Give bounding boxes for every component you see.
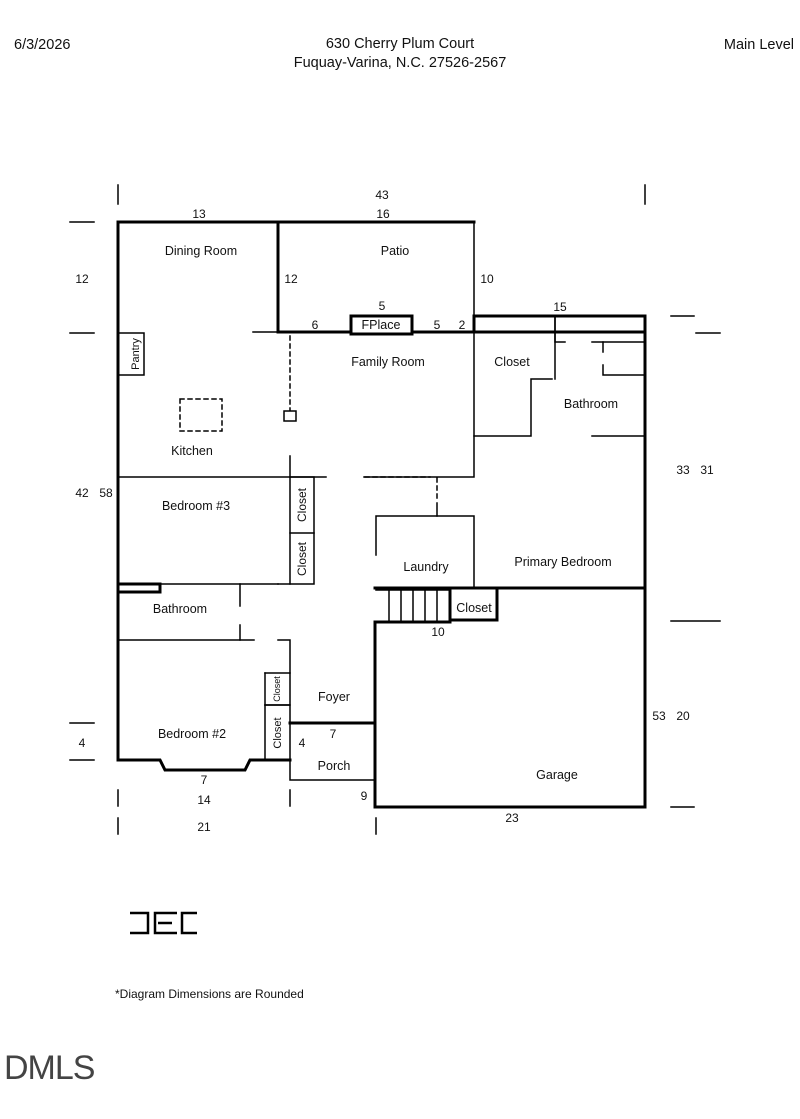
island-post [283, 410, 297, 422]
dim-fp-right: 5 [434, 318, 441, 332]
dim-patio-width: 16 [376, 207, 390, 221]
watermark: DMLS [4, 1049, 95, 1087]
dim-left-42: 42 [75, 486, 89, 500]
dim-fp-left: 6 [312, 318, 319, 332]
dim-dining-depth: 12 [75, 272, 89, 286]
room-garage: Garage [536, 768, 578, 782]
room-porch: Porch [318, 759, 351, 773]
dim-fp-top: 5 [379, 299, 386, 313]
dim-porch-9: 9 [361, 789, 368, 803]
room-laundry: Laundry [403, 560, 449, 574]
level-label: Main Level [723, 37, 794, 53]
room-kitchen: Kitchen [171, 444, 213, 458]
room-bathroom-hall: Bathroom [153, 602, 207, 616]
address-line-2: Fuquay-Varina, N.C. 27526-2567 [293, 55, 507, 71]
dim-fp-right2: 2 [459, 318, 466, 332]
dim-left-58: 58 [99, 486, 113, 500]
room-dining: Dining Room [165, 244, 237, 258]
room-primary-bedroom: Primary Bedroom [514, 555, 611, 569]
address-line-1: 630 Cherry Plum Court [325, 36, 475, 52]
dimension-marks [69, 184, 721, 835]
date-label: 6/3/2026 [14, 37, 71, 53]
room-closet-top: Closet [494, 355, 530, 369]
dim-bottom-21: 21 [197, 820, 211, 834]
dim-right-31: 31 [700, 463, 714, 477]
room-closet-garage: Closet [456, 601, 492, 615]
room-bedroom2: Bedroom #2 [158, 727, 226, 741]
room-closet-b2-b: Closet [272, 717, 284, 748]
room-closet-b3-a: Closet [295, 487, 309, 522]
dim-right-53: 53 [652, 709, 666, 723]
dim-left-4: 4 [79, 736, 86, 750]
room-pantry: Pantry [130, 338, 142, 370]
interior-walls [117, 221, 646, 781]
room-fireplace: FPlace [362, 318, 401, 332]
room-closet-b2-a: Closet [272, 676, 282, 702]
room-patio: Patio [381, 244, 410, 258]
address: 630 Cherry Plum Court Fuquay-Varina, N.C… [0, 35, 800, 73]
room-family: Family Room [351, 355, 425, 369]
dim-dining-width: 13 [192, 207, 206, 221]
dim-right-20: 20 [676, 709, 690, 723]
room-bedroom3: Bedroom #3 [162, 499, 230, 513]
dim-right-33: 33 [676, 463, 690, 477]
dim-patio-right: 10 [480, 272, 494, 286]
footnote: *Diagram Dimensions are Rounded [115, 987, 304, 1001]
dim-total-width: 43 [375, 188, 389, 202]
dim-bottom-14: 14 [197, 793, 211, 807]
dim-patio-left: 12 [284, 272, 298, 286]
dim-foyer-7: 7 [330, 727, 337, 741]
room-bathroom-primary: Bathroom [564, 397, 618, 411]
dim-bay-7: 7 [201, 773, 208, 787]
dim-bath-width: 15 [553, 300, 567, 314]
dim-foyer-4: 4 [299, 736, 306, 750]
dim-bottom-23: 23 [505, 811, 519, 825]
dashed-lines [179, 335, 438, 501]
room-foyer: Foyer [318, 690, 350, 704]
dec-logo [130, 911, 197, 935]
room-closet-b3-b: Closet [295, 541, 309, 576]
dim-stair-10: 10 [431, 625, 445, 639]
